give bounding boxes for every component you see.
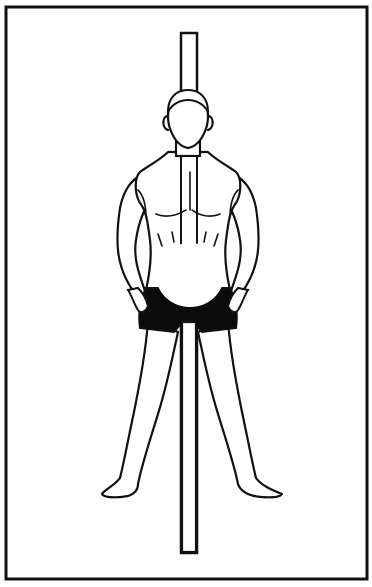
- abdomen-highlight: [156, 243, 224, 307]
- plumb-line-lower: [182, 322, 196, 552]
- plumb-line-through-torso: [181, 156, 197, 256]
